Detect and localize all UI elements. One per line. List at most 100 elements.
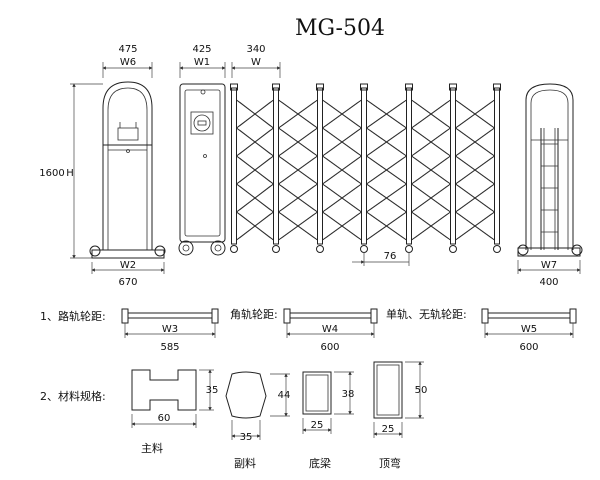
gate-post bbox=[406, 87, 412, 245]
w1-label: W1 bbox=[194, 57, 210, 68]
gate-wheel bbox=[230, 245, 238, 253]
w3-label: W3 bbox=[162, 324, 178, 335]
lattice-bar-inner bbox=[239, 213, 271, 239]
lattice-bar-inner bbox=[281, 157, 315, 183]
height-dimension: 1600 H bbox=[39, 83, 103, 259]
lattice-bar-inner bbox=[369, 157, 404, 183]
lattice-bar-inner bbox=[414, 213, 448, 239]
angle-rail-label: 角轨轮距: bbox=[230, 307, 278, 321]
lattice-bar-inner bbox=[458, 185, 492, 211]
w7-label: W7 bbox=[541, 260, 557, 271]
gate-post-cap bbox=[405, 83, 413, 91]
right-end-view: W7 400 bbox=[517, 83, 583, 288]
lattice-bar-inner bbox=[458, 157, 492, 183]
lattice-bar-inner bbox=[239, 157, 271, 183]
lattice-bar-inner bbox=[325, 101, 359, 127]
lattice-bar-inner bbox=[281, 185, 315, 211]
lattice-bar-inner bbox=[325, 185, 359, 211]
scissor-gate bbox=[230, 83, 501, 253]
w5-label: W5 bbox=[521, 324, 537, 335]
gate-wheel bbox=[360, 245, 368, 253]
main-name: 主料 bbox=[141, 441, 163, 455]
gate-wheel bbox=[272, 245, 280, 253]
w3-value: 585 bbox=[160, 342, 179, 353]
w2-value: 670 bbox=[118, 277, 137, 288]
base-beam-profile: 25 38 底梁 bbox=[302, 371, 355, 470]
lattice-bar-inner bbox=[369, 213, 404, 239]
w6-label: W6 bbox=[120, 57, 136, 68]
gate-wheel bbox=[493, 245, 501, 253]
gate-post-cap bbox=[316, 83, 324, 91]
gate-wheel bbox=[316, 245, 324, 253]
gate-post bbox=[361, 87, 367, 245]
w1-value: 425 bbox=[192, 44, 211, 55]
left-side-view: W2 670 bbox=[89, 81, 166, 288]
lattice-bar-inner bbox=[414, 129, 448, 155]
gate-end-post bbox=[494, 87, 500, 245]
lattice-bar-inner bbox=[325, 129, 359, 155]
drawing-title: MG-504 bbox=[295, 16, 385, 41]
secondary-profile: 35 44 副料 bbox=[225, 371, 290, 470]
lattice-bar-inner bbox=[281, 129, 315, 155]
gate-post bbox=[231, 87, 237, 245]
pitch-value: 76 bbox=[384, 251, 397, 262]
materials-row: 2、材料规格: 60 35 主料 35 44 副料 bbox=[40, 361, 428, 470]
main-width: 60 bbox=[158, 413, 171, 424]
w-label: W bbox=[251, 57, 261, 68]
lattice-bar-inner bbox=[369, 129, 404, 155]
gate-post bbox=[494, 87, 500, 245]
base-beam-width: 25 bbox=[311, 420, 324, 431]
rail-spacing-row: 1、路轨轮距: W3 585 角轨轮距: W4 600 单轨、无轨轮距: W5 … bbox=[40, 307, 577, 353]
secondary-width: 35 bbox=[240, 432, 253, 443]
height-value: 1600 bbox=[39, 168, 64, 179]
lattice-bar-inner bbox=[325, 213, 359, 239]
lattice-bar-inner bbox=[239, 185, 271, 211]
main-profile: 60 35 主料 bbox=[131, 369, 219, 455]
gate-post bbox=[273, 87, 279, 245]
w6-value: 475 bbox=[118, 44, 137, 55]
top-bend-name: 顶弯 bbox=[379, 456, 401, 470]
w-value: 340 bbox=[246, 44, 265, 55]
top-bend-width: 25 bbox=[382, 424, 395, 435]
lattice-bar-inner bbox=[281, 213, 315, 239]
control-box bbox=[178, 83, 226, 256]
gate-post-cap bbox=[272, 83, 280, 91]
lattice-bar-inner bbox=[369, 101, 404, 127]
secondary-name: 副料 bbox=[234, 456, 256, 470]
top-bend-profile: 25 50 顶弯 bbox=[373, 361, 428, 470]
w7-value: 400 bbox=[539, 277, 558, 288]
lattice-bar-inner bbox=[239, 101, 271, 127]
gate-post-cap bbox=[493, 83, 501, 91]
gate-post bbox=[450, 87, 456, 245]
top-bend-height: 50 bbox=[415, 385, 428, 396]
lattice-bar-inner bbox=[414, 101, 448, 127]
gate-wheel bbox=[405, 245, 413, 253]
pitch-dimension: 76 bbox=[352, 251, 410, 266]
w2-label: W2 bbox=[120, 260, 136, 271]
lattice-bar-inner bbox=[458, 101, 492, 127]
lattice-bar-inner bbox=[458, 213, 492, 239]
gate-post-cap bbox=[360, 83, 368, 91]
base-beam-name: 底梁 bbox=[309, 456, 331, 470]
lattice-bar-inner bbox=[414, 157, 448, 183]
lattice-bar-inner bbox=[458, 129, 492, 155]
height-label: H bbox=[66, 168, 74, 179]
lattice-bar-inner bbox=[414, 185, 448, 211]
main-height: 35 bbox=[206, 385, 219, 396]
top-dimensions: 475 W6 425 W1 340 W bbox=[102, 44, 281, 78]
gate-post bbox=[317, 87, 323, 245]
materials-label: 2、材料规格: bbox=[40, 389, 106, 403]
rail-spacing-label: 1、路轨轮距: bbox=[40, 309, 106, 323]
single-rail-label: 单轨、无轨轮距: bbox=[386, 307, 467, 321]
lattice-bar-inner bbox=[281, 101, 315, 127]
gate-post-cap bbox=[449, 83, 457, 91]
lattice-bar-inner bbox=[369, 185, 404, 211]
w5-value: 600 bbox=[519, 342, 538, 353]
gate-wheel bbox=[449, 245, 457, 253]
w4-label: W4 bbox=[322, 324, 338, 335]
base-beam-height: 38 bbox=[342, 389, 355, 400]
gate-post-cap bbox=[230, 83, 238, 91]
lattice-bar-inner bbox=[325, 157, 359, 183]
lattice-bar-inner bbox=[239, 129, 271, 155]
